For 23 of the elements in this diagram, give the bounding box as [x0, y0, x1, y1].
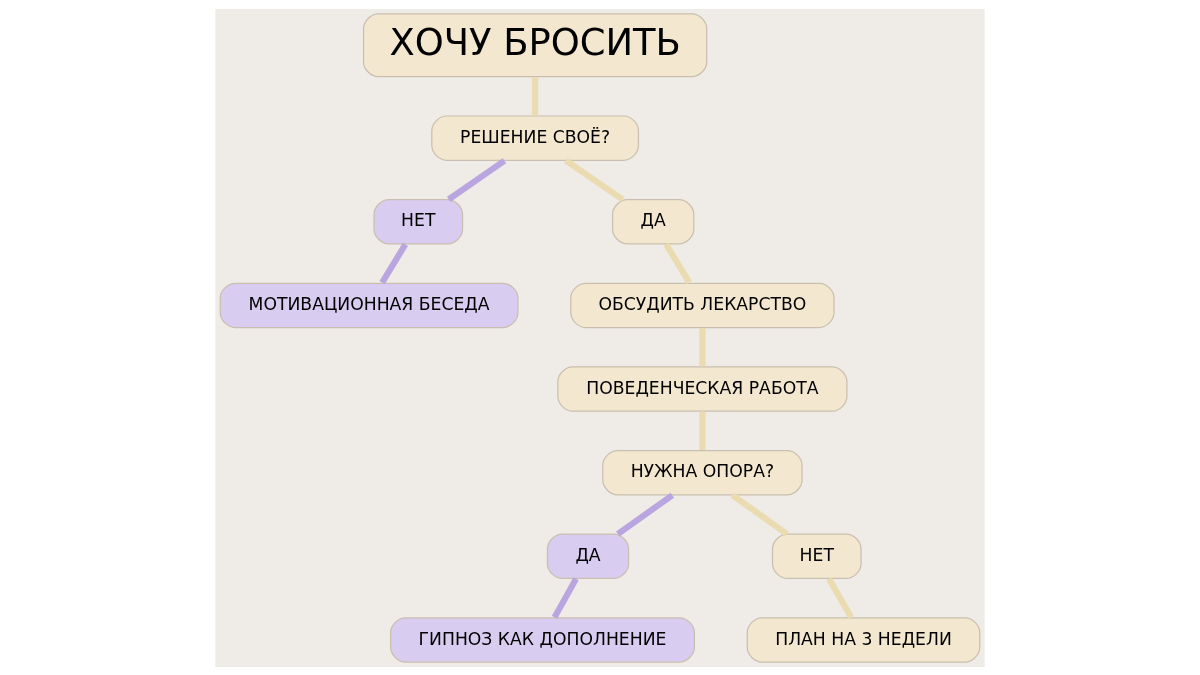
node-box: РЕШЕНИЕ СВОЁ?	[431, 114, 640, 161]
connector	[616, 492, 675, 536]
connector	[532, 76, 539, 116]
node-box: МОТИВАЦИОННАЯ БЕСЕДА	[219, 282, 519, 328]
connector	[663, 242, 692, 284]
node-box: ДА	[546, 533, 630, 579]
node-box: ОБСУДИТЬ ЛЕКАРСТВО	[570, 282, 835, 328]
node-box: ГИПНОЗ КАК ДОПОЛНЕНИЕ	[390, 616, 695, 663]
node-box: НЕТ	[771, 533, 862, 579]
connector	[551, 576, 579, 619]
node-box: НУЖНА ОПОРА?	[602, 449, 803, 495]
node-box: НЕТ	[373, 198, 464, 245]
connector	[447, 157, 507, 202]
connector	[564, 157, 625, 202]
node-box: ПОВЕДЕНЧЕСКАЯ РАБОТА	[557, 365, 848, 412]
connector	[730, 492, 789, 536]
node-box: ХОЧУ БРОСИТЬ	[362, 12, 708, 77]
node-box: ПЛАН НА 3 НЕДЕЛИ	[746, 616, 981, 663]
connector	[699, 327, 706, 366]
connector	[379, 242, 408, 284]
connector	[699, 411, 706, 450]
node-box: ДА	[612, 198, 695, 245]
connector	[826, 576, 854, 619]
